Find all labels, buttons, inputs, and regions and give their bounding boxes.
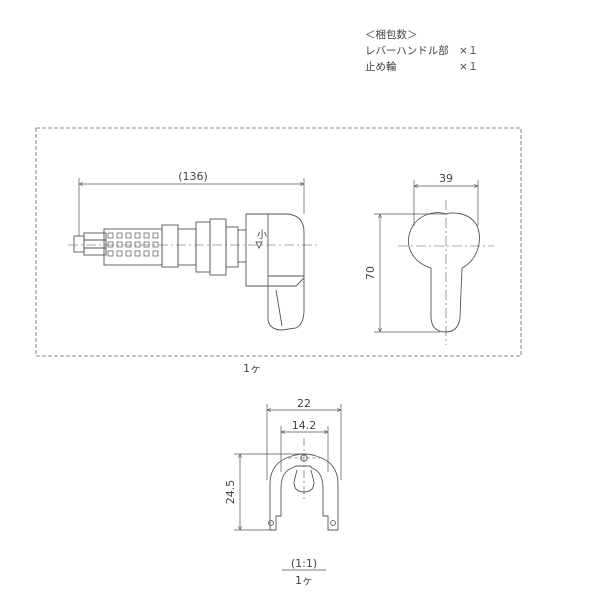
dimension-length-label: (136) [178,170,208,183]
assembly-quantity-label: 1ヶ [243,362,261,375]
dimension-height [374,213,446,333]
dimension-width-label: 39 [439,172,453,185]
lever-front-view [398,200,494,345]
dimension-ring-inner [280,426,329,472]
packing-list: ＜梱包数＞ レバーハンドル部 ×１ 止め輪 ×１ [365,27,478,75]
dimension-ring-outer-label: 22 [297,397,311,410]
lever-side-view [68,213,320,331]
ring-quantity-label: 1ヶ [295,574,313,587]
dimension-ring-height [234,453,302,531]
dimension-height-label: 70 [364,266,377,280]
packing-title: ＜梱包数＞ [365,29,418,41]
packing-item-qty: ×１ [459,45,479,57]
packing-item-qty: ×１ [459,61,479,73]
packing-item-name: レバーハンドル部 [365,45,449,57]
retaining-ring [268,438,339,531]
packing-item-ring: 止め輪 ×１ [365,59,478,75]
ring-scale-label: (1:1) [291,557,317,570]
dimension-length [78,178,305,236]
dimension-ring-height-label: 24.5 [224,480,237,505]
small-mark: 小 [257,229,267,241]
packing-item-name: 止め輪 [365,61,397,73]
packing-item-lever: レバーハンドル部 ×１ [365,43,478,59]
dimension-ring-outer [266,404,342,480]
assembly-boundary [35,127,522,357]
dimension-ring-inner-label: 14.2 [292,419,317,432]
dimension-width [413,180,479,226]
